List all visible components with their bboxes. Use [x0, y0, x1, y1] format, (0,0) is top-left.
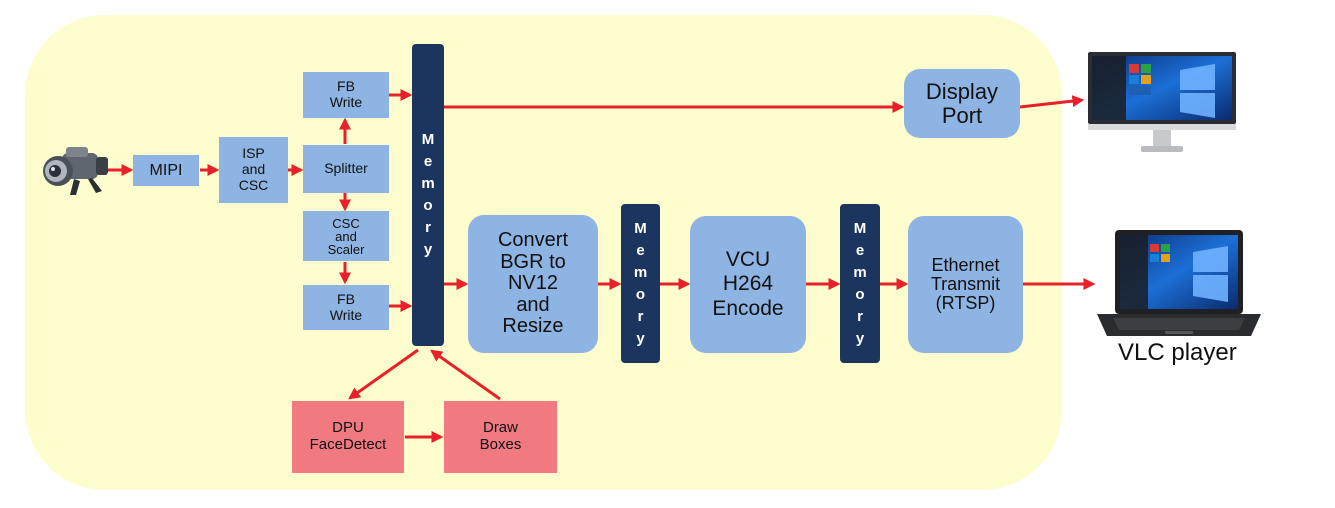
memory-main-block: M e m o r y [412, 44, 444, 346]
convert-resize-block: Convert BGR to NV12 and Resize [468, 215, 598, 353]
arrow-drawboxes-to-memory [430, 349, 501, 401]
mipi-block: MIPI [133, 155, 199, 186]
dpu-facedetect-block: DPU FaceDetect [292, 401, 404, 473]
ethernet-transmit-block: Ethernet Transmit (RTSP) [908, 216, 1023, 353]
draw-boxes-block: Draw Boxes [444, 401, 557, 473]
vcu-h264-encode-block: VCU H264 Encode [690, 216, 806, 353]
fb-write-top-block: FB Write [303, 72, 389, 118]
memory-2-block: M e m o r y [621, 204, 660, 363]
memory-2-label: M e m o r y [633, 219, 648, 347]
memory-main-label: M e m o r y [421, 131, 435, 258]
splitter-block: Splitter [303, 145, 389, 193]
arrow-displayport-to-monitor [1019, 95, 1085, 109]
isp-csc-block: ISP and CSC [219, 137, 288, 203]
fb-write-bottom-block: FB Write [303, 285, 389, 330]
monitor-icon [1088, 52, 1236, 152]
vlc-player-label: VLC player [1118, 339, 1237, 366]
csc-scaler-block: CSC and Scaler [303, 211, 389, 261]
camera-icon [43, 147, 108, 195]
arrow-memory-to-dpu [348, 348, 419, 400]
display-port-block: Display Port [904, 69, 1020, 138]
memory-3-label: M e m o r y [853, 219, 867, 347]
memory-3-block: M e m o r y [840, 204, 880, 363]
laptop-icon [1097, 230, 1261, 336]
